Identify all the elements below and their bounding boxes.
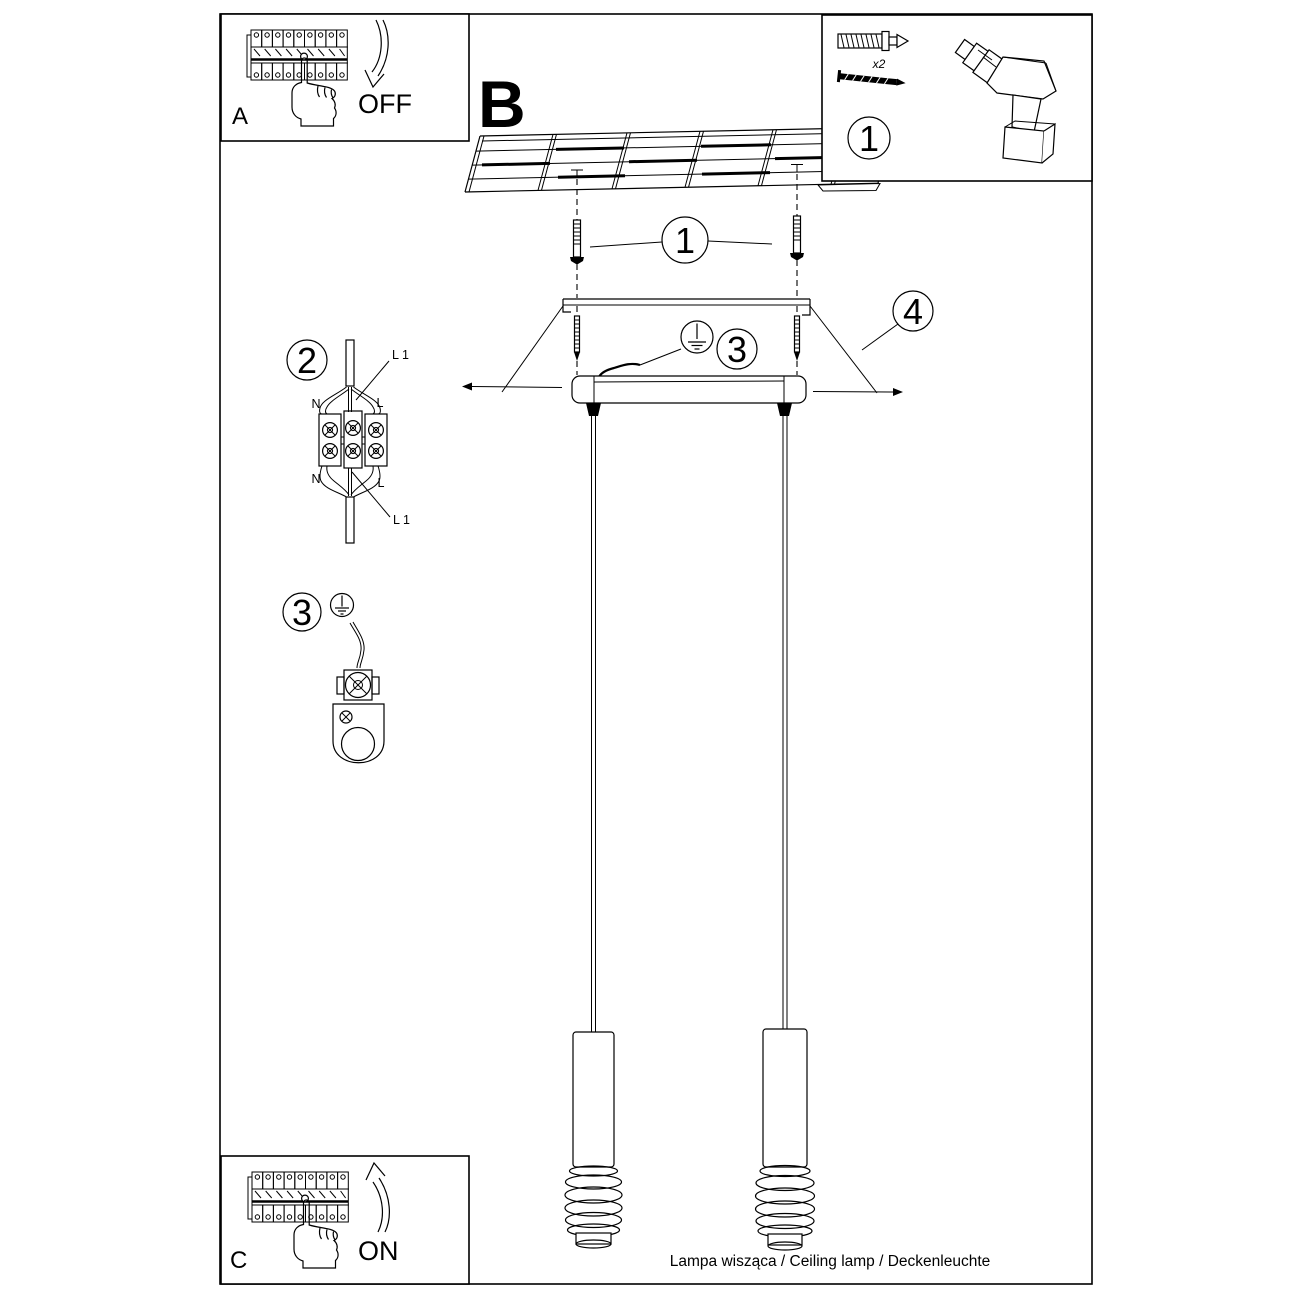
off-label: OFF [358,89,412,119]
step-a-box: A OFF [220,13,470,142]
step-b-label: B [478,67,526,141]
ground-detail-number: 3 [292,592,312,633]
drill-icon [954,38,1057,164]
page-border [219,13,1093,1285]
kit-callout-number: 1 [859,118,879,159]
drill-mark-right [791,164,803,172]
cable-grip-left [586,403,601,416]
ground-detail: 3 [282,592,385,764]
bracket-screw-left [573,315,581,361]
ceiling-screws-callout: 1 [570,174,804,298]
suspension-cables [591,416,788,1032]
screw-quantity-label: x2 [872,57,886,71]
wall-anchor-icon [837,30,910,52]
drill-mark-left [571,169,583,178]
canopy-callout-circle [892,290,934,332]
pendant-shade-right [754,1028,816,1251]
kit-callout-circle [847,116,891,160]
wiring-callout-number: 2 [297,340,317,381]
side-screw-left [462,382,563,391]
bracket-assembly: 3 4 [462,290,934,396]
label-n-bottom: N [311,472,320,486]
label-l-bottom: L [378,476,385,490]
ground-detail-circle [282,592,322,632]
on-label: ON [358,1236,399,1266]
earth-symbol-canopy [680,320,714,354]
bracket-screw-right [793,315,801,361]
earth-symbol-detail [329,592,355,618]
ground-wire [349,621,365,669]
screw-right [790,215,804,260]
step-c-box: C ON [220,1155,470,1285]
product-caption: Lampa wisząca / Ceiling lamp / Deckenleu… [670,1253,991,1270]
label-l1-top: L 1 [392,348,409,362]
kit-box: x2 1 [816,14,1093,192]
wiring-detail: 2 [286,339,410,544]
mounting-screw-icon [836,69,906,86]
canopy [571,375,807,416]
terminal-block [318,410,388,469]
label-n-top: N [311,397,320,411]
pendant-shade-left [564,1031,623,1249]
ground-wire-canopy [598,362,641,378]
cable-grip-right [777,403,792,416]
label-l1-bottom: L 1 [393,513,410,527]
canopy-callout-number: 4 [903,291,923,332]
screws-callout-circle [661,216,709,264]
step-a-label: A [232,103,248,130]
side-screw-right [812,388,903,396]
lamp-cable-bottom [345,496,355,544]
arrow-up-icon [365,1161,390,1233]
wiring-callout-circle [286,339,328,381]
screws-callout-number: 1 [675,220,695,261]
supply-cable-top [345,339,355,387]
ground-callout-number: 3 [727,329,747,370]
ground-terminal [336,669,380,701]
ground-callout-circle [716,328,758,370]
step-c-label: C [230,1247,247,1274]
screw-left [570,219,584,264]
arrow-down-icon [364,19,389,89]
ground-bracket [332,703,385,764]
label-l-top: L [377,396,384,410]
